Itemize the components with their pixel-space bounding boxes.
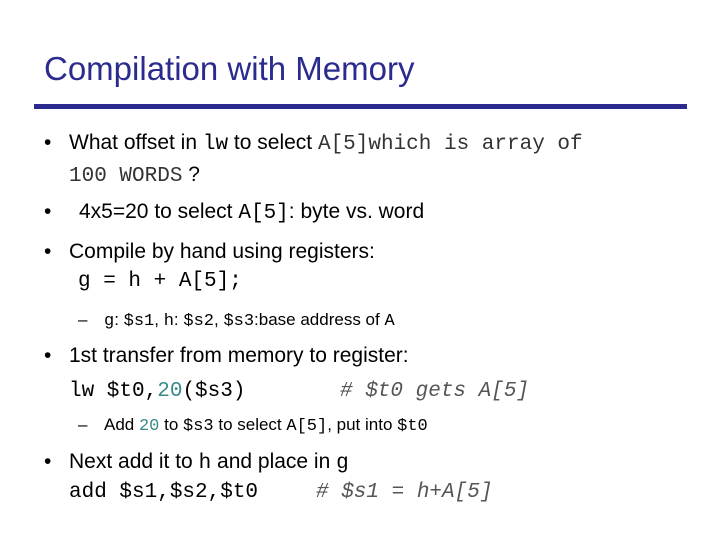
sub-text: : (173, 310, 184, 329)
bullet-4-comment: # $t0 gets A[5] (340, 380, 530, 403)
bullet-3-subitem: –g: $s1, h: $s2, $s3:base address of A (78, 310, 395, 331)
code-offset-20: 20 (157, 380, 183, 403)
sub-code-s3: $s3 (223, 312, 255, 331)
bullet-2-text-2: : byte vs. word (288, 200, 425, 223)
bullet-2: • 4x5=20 to select A[5]: byte vs. word (44, 200, 424, 225)
bullet-marker: • (44, 200, 52, 223)
bullet-3-text: Compile by hand using registers: (69, 240, 375, 263)
sub-text: , (213, 310, 224, 329)
bullet-5-comment: # $s1 = h+A[5] (316, 481, 493, 504)
sub-code-g: g (104, 312, 115, 331)
sub-text: , put into (327, 415, 398, 434)
bullet-4: • 1st transfer from memory to register: (44, 344, 409, 368)
bullet-3-code: g = h + A[5]; (78, 270, 242, 293)
sub-code-20: 20 (138, 417, 160, 436)
bullet-1-text-2: to select (228, 131, 318, 154)
bullet-5-code-g: g (336, 452, 349, 475)
sub-code-s3: $s3 (183, 417, 214, 436)
code-lw: lw $t0, (69, 380, 158, 403)
bullet-2-text-1: 4x5=20 to select (79, 200, 239, 223)
sub-code-t0: $t0 (397, 417, 428, 436)
bullet-1-text-1: What offset in (69, 131, 203, 154)
sub-text: Add (104, 415, 139, 434)
bullet-2-code: A[5] (238, 202, 289, 225)
bullet-4-code: lw $t0,20($s3) (69, 380, 245, 403)
bullet-1-code-lw: lw (202, 133, 229, 156)
bullet-marker: • (44, 240, 52, 263)
bullet-5-text-2: and place in (211, 450, 337, 473)
sub-code-a5: A[5] (286, 417, 328, 436)
sub-text: :base address of (254, 310, 385, 329)
bullet-5: • Next add it to h and place in g (44, 450, 349, 475)
sub-text: , (154, 310, 164, 329)
bullet-3: • Compile by hand using registers: (44, 240, 375, 264)
bullet-1-text-3: ? (188, 163, 200, 186)
bullet-marker: • (44, 131, 52, 154)
sub-code-s1: $s1 (123, 312, 155, 331)
sub-code-h: h (163, 312, 174, 331)
bullet-marker: • (44, 450, 52, 473)
bullet-5-text-1: Next add it to (69, 450, 199, 473)
slide-title: Compilation with Memory (44, 50, 415, 87)
sub-text: to select (213, 415, 287, 434)
bullet-4-subitem: –Add 20 to $s3 to select A[5], put into … (78, 415, 428, 436)
sub-text: : (114, 310, 124, 329)
bullet-1-line-2: 100 WORDS ? (69, 163, 200, 188)
bullet-marker: • (44, 344, 52, 367)
bullet-5-code-h: h (198, 452, 212, 475)
bullet-5-code: add $s1,$s2,$t0 (69, 481, 259, 504)
sub-text: to (159, 415, 184, 434)
sub-code-s2: $s2 (183, 312, 214, 331)
dash-marker: – (78, 310, 88, 329)
title-underline (34, 104, 687, 109)
dash-marker: – (78, 415, 88, 434)
sub-code-a: A (384, 312, 395, 331)
bullet-4-text: 1st transfer from memory to register: (69, 344, 409, 367)
code-base: ($s3) (182, 380, 246, 403)
bullet-1-code-words: 100 WORDS (69, 165, 183, 188)
bullet-1-line-1: • What offset in lw to select A[5]which i… (44, 131, 583, 156)
bullet-1-code-array: A[5]which is array of (317, 133, 583, 156)
